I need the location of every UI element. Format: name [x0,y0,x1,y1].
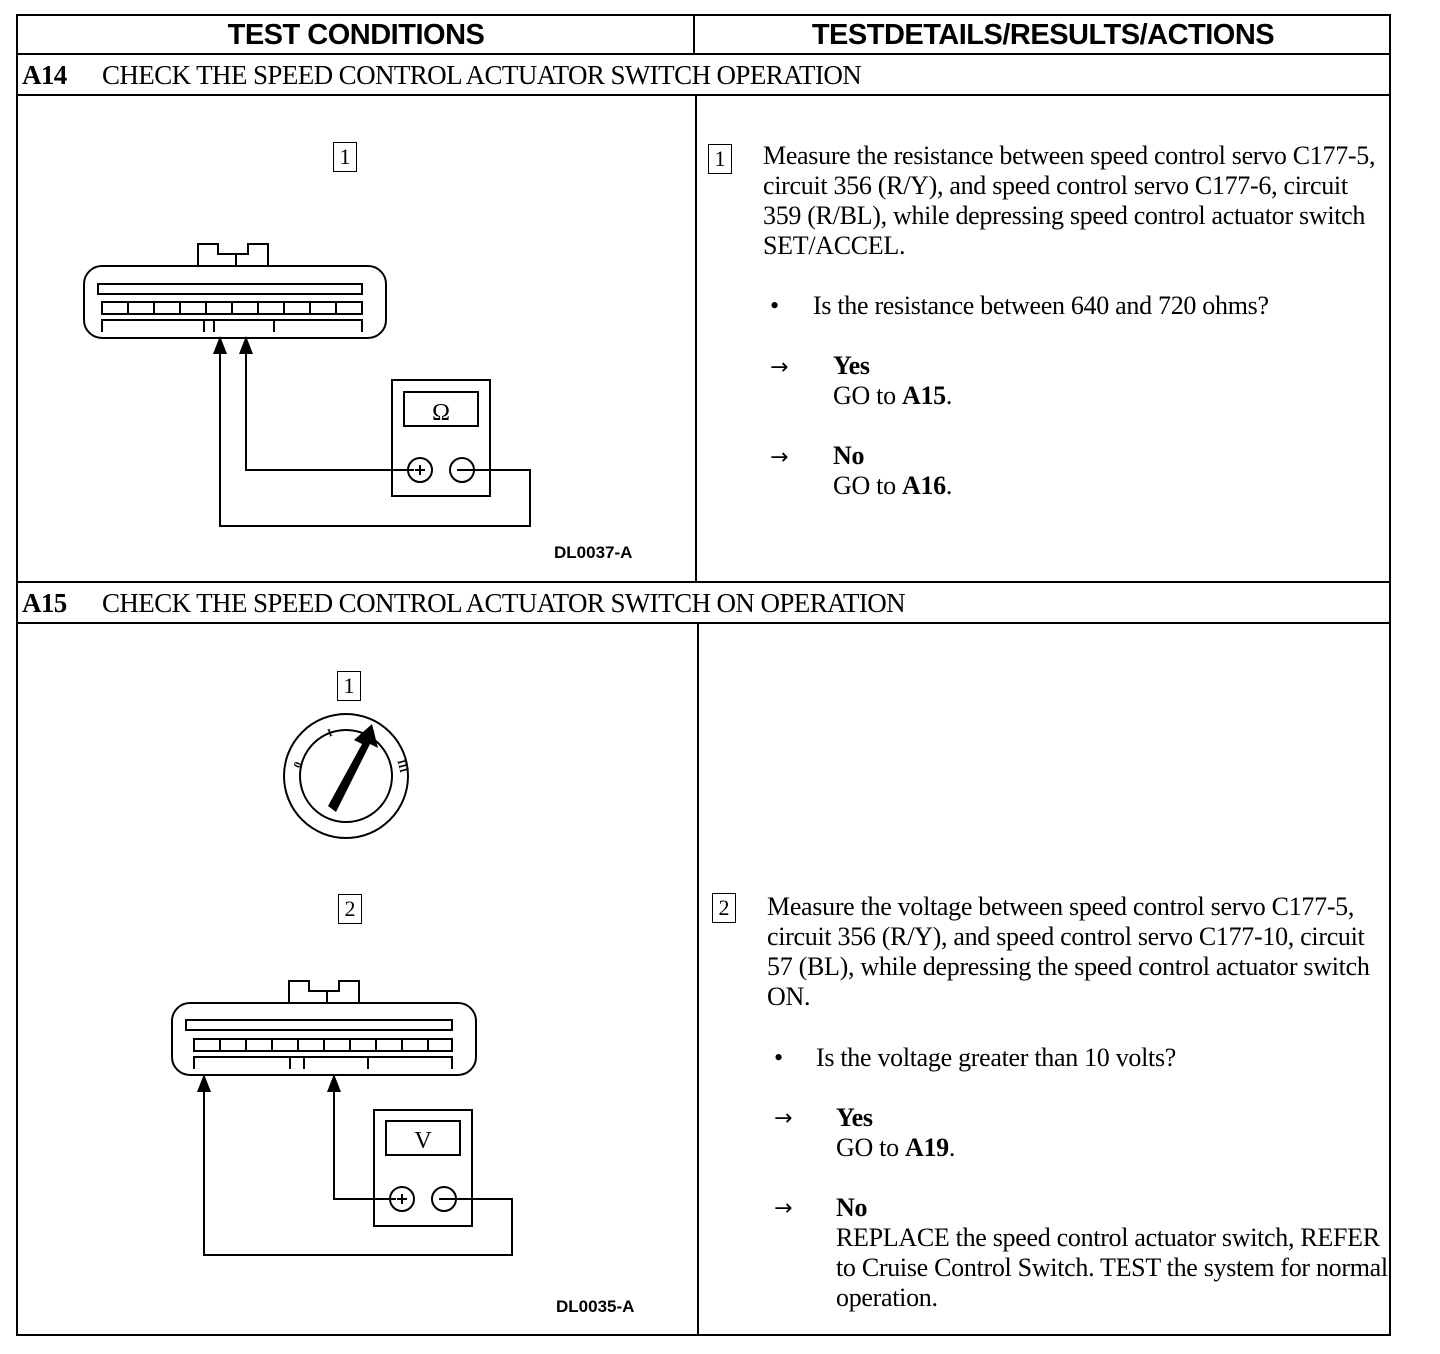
negative-terminal [449,457,475,483]
a14-yes-label: Yes [833,351,870,380]
connector-latch [288,980,328,1003]
a14-yes-action: GO to [833,381,896,410]
a14-no: No GO to A16. [833,441,953,500]
a15-step-box: 2 [712,893,736,923]
a14-figure-id: DL0037-A [554,543,633,562]
header-test-conditions: TEST CONDITIONS [227,18,485,51]
connector-latch [197,243,237,266]
a15-no-arrow: → [774,1196,793,1221]
a14-yes: Yes GO to A15. [833,351,953,410]
positive-lead [333,1084,396,1200]
a15-voltmeter-figure: V [171,980,513,1256]
voltmeter [373,1109,473,1227]
a15-yes-target: A19 [904,1133,949,1162]
probe-arrow-2 [327,1074,341,1092]
volt-symbol: V [414,1128,432,1154]
a14-figure-step-box: 1 [333,142,357,172]
a15-no: No REPLACE the speed control actuator sw… [836,1193,1388,1313]
ohmmeter [391,379,491,497]
rule-header [18,53,1389,55]
a15-yes-label: Yes [836,1103,873,1132]
negative-terminal [431,1186,457,1212]
ignition-switch-inner [299,729,393,823]
divider-a15 [697,623,699,1336]
a14-question: Is the resistance between 640 and 720 oh… [813,291,1269,320]
probe-arrow-1 [213,336,227,354]
a14-no-target: A16 [901,471,946,500]
header-test-details: TESTDETAILS/RESULTS/ACTIONS [811,18,1275,51]
a14-title: CHECK THE SPEED CONTROL ACTUATOR SWITCH … [102,59,862,90]
connector-pins [219,1039,429,1051]
divider-header [693,16,695,54]
a14-yes-arrow: → [770,355,789,380]
positive-terminal [389,1186,415,1212]
probe-arrow-2 [239,336,253,354]
ohm-symbol: Ω [432,400,450,426]
rule-a14-title [18,94,1389,96]
a15-yes-arrow: → [774,1106,793,1131]
ignition-label-off: 0 [292,760,305,770]
positive-lead [245,346,414,471]
connector-body [83,265,387,339]
a14-ohmmeter-figure: Ω [83,243,531,527]
divider-a14 [695,95,697,582]
a14-heading: A14 CHECK THE SPEED CONTROL ACTUATOR SWI… [18,55,1389,95]
a15-id: A15 [22,587,67,618]
a15-question: Is the voltage greater than 10 volts? [816,1043,1176,1072]
a15-ignition-figure: 0 I II III [283,713,409,839]
a14-no-label: No [833,441,865,470]
ignition-label-acc: I [326,727,334,740]
ohmmeter-display [403,391,479,427]
rule-a14-bottom [18,581,1389,583]
a15-figure-step-box-2: 2 [338,894,362,924]
ignition-key-arrow [328,724,378,812]
voltmeter-display [385,1120,461,1156]
a15-heading: A15 CHECK THE SPEED CONTROL ACTUATOR SWI… [18,583,1389,623]
a15-figure-id: DL0035-A [556,1297,635,1316]
a15-no-action: REPLACE the speed control actuator switc… [836,1223,1388,1312]
ignition-label-start: III [394,758,409,774]
negative-lead [219,346,531,527]
a15-no-label: No [836,1193,868,1222]
negative-lead [203,1084,513,1256]
a14-id: A14 [22,59,67,90]
a15-figure-step-box-1: 1 [337,671,361,701]
a15-yes-action: GO to [836,1133,899,1162]
a14-instruction: Measure the resistance between speed con… [763,141,1376,260]
a14-bullet: • [770,291,780,320]
a14-step-box: 1 [708,144,732,174]
probe-arrow-1 [197,1074,211,1092]
diagnostic-table: TEST CONDITIONS TESTDETAILS/RESULTS/ACTI… [16,14,1391,1336]
positive-terminal [407,457,433,483]
ignition-switch-outer [283,713,409,839]
a15-bullet: • [774,1043,784,1072]
a14-no-action: GO to [833,471,896,500]
a15-instruction: Measure the voltage between speed contro… [767,892,1370,1011]
connector-body [171,1002,477,1076]
a15-yes: Yes GO to A19. [836,1103,956,1162]
rule-a15-title [18,622,1389,624]
a15-title: CHECK THE SPEED CONTROL ACTUATOR SWITCH … [102,587,906,618]
connector-pins [127,302,337,314]
a14-yes-target: A15 [901,381,946,410]
a14-no-arrow: → [770,445,789,470]
